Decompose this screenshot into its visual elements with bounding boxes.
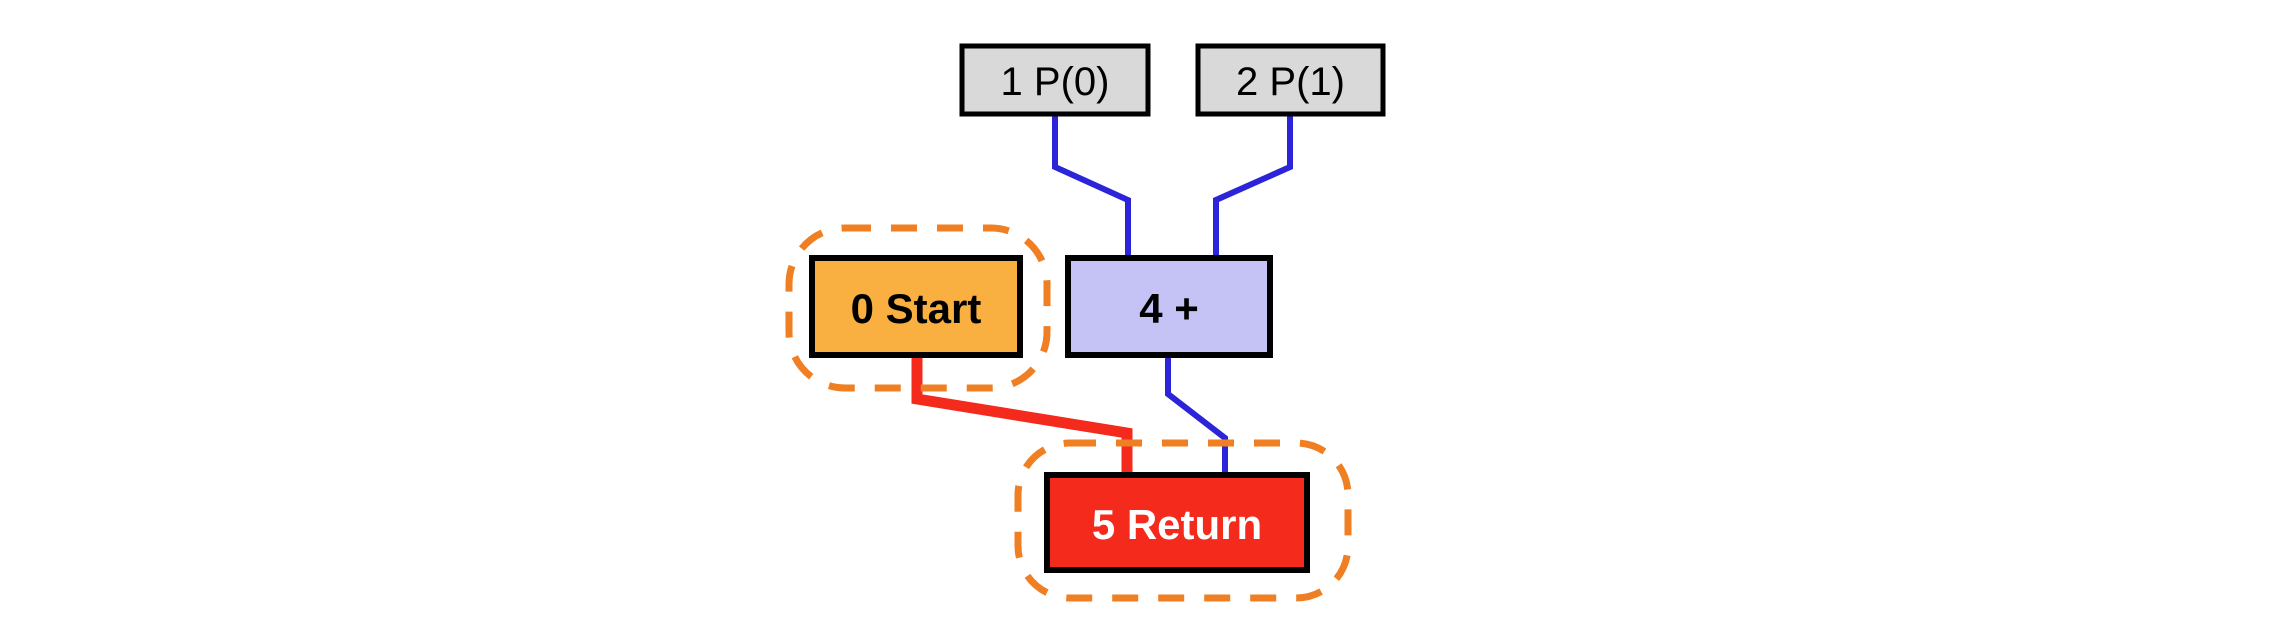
node-label-n2: 2 P(1) [1236,60,1345,104]
node-box-n0 [809,255,1023,358]
highlights-layer [785,224,1352,602]
edges-layer [911,114,1293,475]
node-label-n4: 4 + [1139,285,1199,332]
node-box-n5 [1044,472,1310,573]
edge-n1-to-n4 [1052,114,1131,258]
node-n0-start[interactable]: 0 Start [809,255,1023,358]
node-n5-return[interactable]: 5 Return [1044,472,1310,573]
edge-n2-to-n4 [1213,114,1293,258]
node-box-n4 [1065,255,1273,358]
node-n4-operation[interactable]: 4 + [1065,255,1273,358]
highlight-return [1014,439,1352,602]
nodes-layer: 1 P(0) 2 P(1) 0 Start 4 + 5 Return [809,43,1386,573]
node-label-n0: 0 Start [851,285,982,332]
node-n1-parameter[interactable]: 1 P(0) [959,43,1151,117]
node-box-n2 [1195,43,1386,117]
node-label-n1: 1 P(0) [1001,60,1110,104]
node-n2-parameter[interactable]: 2 P(1) [1195,43,1386,117]
edge-n4-to-n5 [1165,355,1228,475]
node-label-n5: 5 Return [1092,501,1262,548]
node-box-n1 [959,43,1151,117]
edge-n0-to-n5 [911,355,1133,475]
